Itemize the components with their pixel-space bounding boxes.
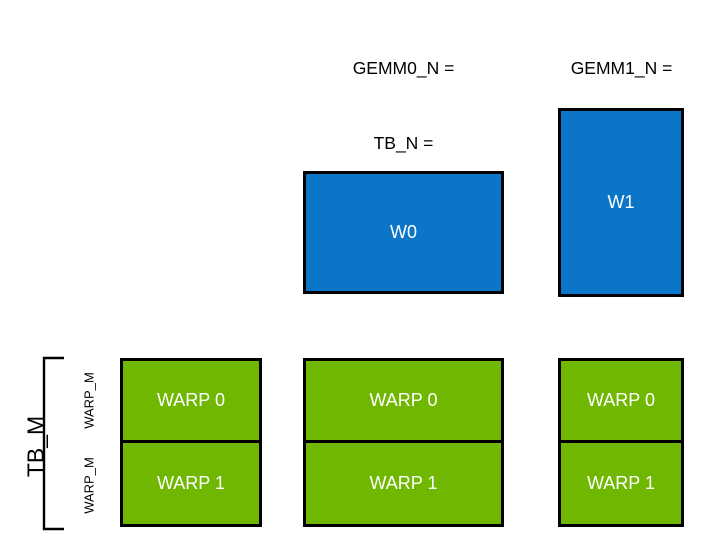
warp-m-label-bottom: WARP_M: [81, 457, 97, 514]
header-gemm0-line2: TB_N =: [373, 133, 434, 153]
green-cell-col0-warp0[interactable]: WARP 0: [123, 361, 259, 443]
header-gemm0-line1: GEMM0_N =: [352, 58, 455, 78]
green-cell-col1-warp0-label: WARP 0: [369, 389, 438, 410]
green-cell-col1-warp1-label: WARP 1: [369, 472, 438, 493]
green-cell-col1-warp1[interactable]: WARP 1: [306, 443, 501, 525]
tb-m-bracket: [42, 356, 64, 531]
tb-m-label: TB_M: [22, 415, 49, 478]
blue-box-w1[interactable]: W1: [558, 108, 684, 297]
green-cell-col0-warp1-label: WARP 1: [156, 472, 226, 493]
green-column-1[interactable]: WARP 0 WARP 1: [303, 358, 504, 527]
green-cell-col2-warp1[interactable]: WARP 1: [561, 443, 681, 525]
green-column-2[interactable]: WARP 0 WARP 1: [558, 358, 684, 527]
green-cell-col0-warp1[interactable]: WARP 1: [123, 443, 259, 525]
green-cell-col2-warp1-label: WARP 1: [586, 472, 656, 493]
warp-m-label-top: WARP_M: [81, 372, 97, 429]
blue-box-w0[interactable]: W0: [303, 171, 504, 294]
green-column-0[interactable]: WARP 0 WARP 1: [120, 358, 262, 527]
green-cell-col2-warp0-label: WARP 0: [586, 389, 656, 410]
green-cell-col1-warp0[interactable]: WARP 0: [306, 361, 501, 443]
green-cell-col2-warp0[interactable]: WARP 0: [561, 361, 681, 443]
header-gemm1-line1: GEMM1_N =: [570, 58, 673, 78]
green-cell-col0-warp0-label: WARP 0: [156, 389, 226, 410]
blue-box-w1-label: W1: [607, 192, 635, 212]
blue-box-w0-label: W0: [390, 222, 417, 242]
